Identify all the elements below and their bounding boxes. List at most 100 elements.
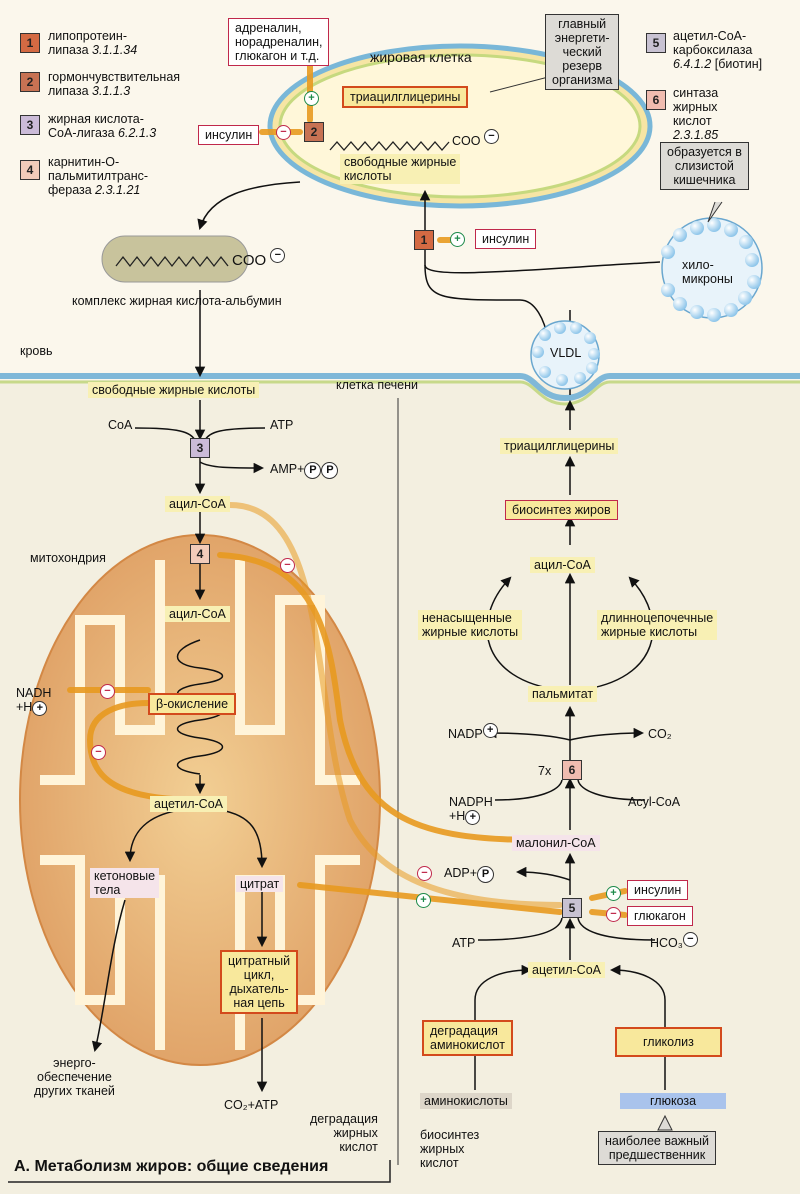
activation-sign: + [450,232,465,247]
activation-sign: + [606,886,621,901]
proton-plus-icon: + [465,810,481,825]
hormones-box: адреналин, норадреналин, глюкагон и т.д. [228,18,330,66]
adp-text: ADP+ [444,866,478,880]
legend-ec-3: 6.2.1.3 [118,126,157,140]
glucose: глюкоза [620,1093,727,1109]
atp-label-right: ATP [452,936,476,950]
enzyme-4-liver: 4 [190,544,210,564]
enzyme-6-liver: 6 [562,760,582,780]
inhibition-sign: − [280,558,295,573]
phosphate-icon: P [477,866,495,883]
inhibition-sign: − [100,684,115,699]
nadp-label: NADP+ [448,723,498,743]
seven-x-label: 7x [538,764,552,778]
legend-name-1: липопротеин- липаза [48,29,127,57]
hco3-text: HCO₃ [650,936,683,950]
activation-sign: + [416,893,431,908]
fatty-acid-zigzag [329,141,450,151]
acyl-coa-en-label: Acyl-CoA [628,795,681,809]
legend-name-3: жирная кислота- CoA-лигаза [48,112,144,140]
nadp-text: NADP [448,727,483,741]
chylomicron-note: образуется в слизистой кишечника [660,142,749,190]
tag-fat-cell: триацилглицерины [342,86,469,108]
tag-liver: триацилглицерины [500,438,619,454]
beta-oxidation-box: β-окисление [148,693,237,715]
legend-name-6: синтаза жирных кислот [673,86,719,128]
legend-ec-5: 6.4.1.2 [673,57,712,71]
long-chain-fa: длинноцепочечные жирные кислоты [597,610,718,640]
inhibition-sign: − [91,745,106,760]
charge-minus-icon: − [682,932,698,947]
ffa-fat-cell: свободные жирные кислоты [340,154,461,184]
citric-cycle-box: цитратный цикл, дыхатель- ная цепь [220,950,299,1014]
glycolysis-box: гликолиз [615,1027,722,1057]
proton-plus-icon: + [482,723,498,738]
fa-degradation-label: деградация жирных кислот [310,1112,378,1154]
legend-name-5: ацетил-CoA- карбоксилаза [673,29,753,57]
ketone-bodies: кетоновые тела [90,868,160,898]
enzyme-badge-3: 3 [20,115,40,135]
precursor-note: наиболее важный предшественник [598,1131,717,1165]
citrate-label: цитрат [236,876,284,892]
acetyl-coa-cytosol: ацетил-CoA [528,962,605,978]
enzyme-badge-5: 5 [646,33,666,53]
enzyme-badge-6: 6 [646,90,666,110]
legend-name-2: гормончувствительная липаза [48,70,181,98]
energy-reserve-note: главный энергети- ческий резерв организм… [545,14,620,90]
nadh-text: NADH +H [16,686,52,714]
legend-enzyme-2: гормончувствительная липаза 3.1.1.3 [48,70,180,98]
coo-fat-cell: COO − [452,129,499,150]
enzyme-badge-1: 1 [20,33,40,53]
legend-ec-2: 3.1.1.3 [92,84,131,98]
chylomicron-label: хило- микроны [682,258,733,286]
chylo-note-pointer [707,201,723,223]
unsaturated-fa: ненасыщенные жирные кислоты [418,610,523,640]
coo-label-fat-cell: COO [452,134,481,148]
insulin-box-liver: инсулин [627,880,689,900]
figure-caption: А. Метаболизм жиров: общие сведения [14,1158,329,1175]
enzyme-1-blood: 1 [414,230,434,250]
enzyme-5-liver: 5 [562,898,582,918]
legend-enzyme-1: липопротеин- липаза 3.1.1.34 [48,29,137,57]
legend-enzyme-4: карнитин-О- пальмитилтранс- фераза 2.3.1… [48,155,148,197]
legend-enzyme-5: ацетил-CoA- карбоксилаза 6.4.1.2 [биотин… [673,29,762,71]
enzyme-2-fat-cell: 2 [304,122,324,142]
fat-biosynthesis-box: биосинтез жиров [505,500,618,520]
albumin-complex [101,235,249,283]
vldl-label: VLDL [550,346,582,360]
legend-ec-4: 2.3.1.21 [95,183,141,197]
palmitate: пальмитат [528,686,598,702]
insulin-box-fat-cell: инсулин [198,125,260,145]
mitochondria-label: митохондрия [30,551,106,565]
blood-label: кровь [20,344,53,358]
acyl-coa-cytosol: ацил-CoA [165,496,230,512]
albumin-complex-label: комплекс жирная кислота-альбумин [72,294,282,308]
co2-atp-label: CO₂+ATP [224,1098,279,1112]
enzyme-badge-4: 4 [20,160,40,180]
flow-arrows [91,181,666,1093]
adp-label: ADP+P [444,866,495,883]
legend-extra-5: [биотин] [714,57,763,71]
vldl-particle [530,320,600,390]
phosphate-icon: P [304,462,322,479]
nadph-text: NADPH +H [449,795,493,823]
inhibition-sign: − [606,907,621,922]
legend-ec-6: 2.3.1.85 [673,128,719,142]
atp-label-left: ATP [270,418,294,432]
energy-supply-label: энерго- обеспечение других тканей [34,1056,115,1098]
enzyme-3-liver: 3 [190,438,210,458]
acyl-coa-mito: ацил-CoA [165,606,230,622]
coo-albumin: COO − [232,248,286,270]
inhibition-sign: − [417,866,432,881]
proton-plus-icon: + [32,701,48,716]
enzyme-badge-2: 2 [20,72,40,92]
coo-label-albumin: COO [232,252,267,269]
chylomicron-particle [661,217,763,322]
aa-degradation-box: деградация аминокислот [422,1020,513,1056]
caption-frame [8,1160,391,1183]
activation-sign: + [304,91,319,106]
amp-text: AMP+ [270,462,305,476]
charge-minus-icon: − [270,248,286,263]
